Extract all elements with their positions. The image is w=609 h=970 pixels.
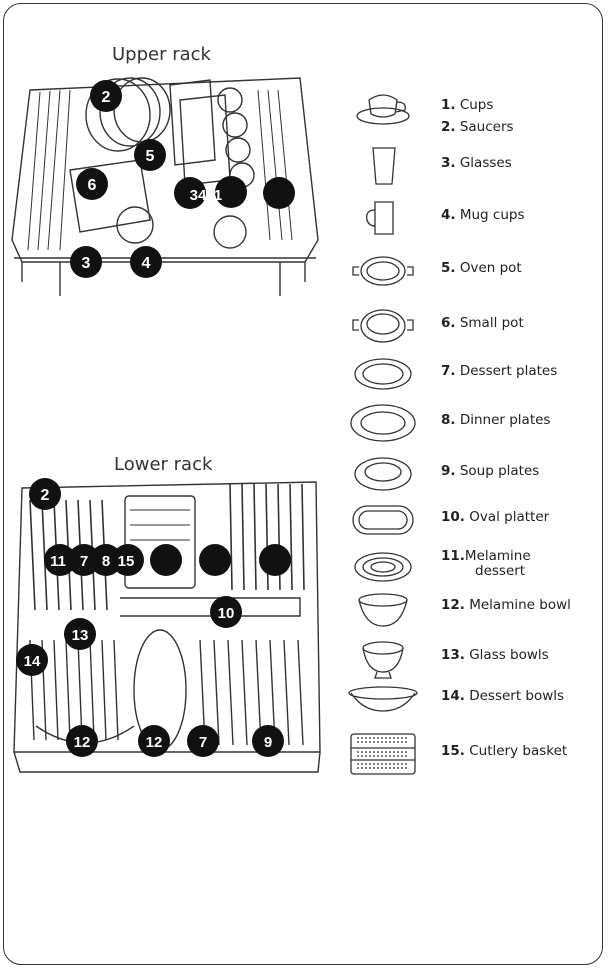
- marker-label: 1: [214, 187, 222, 204]
- marker-label: 4: [142, 255, 151, 272]
- lower-rack-title: Lower rack: [114, 454, 213, 475]
- marker-label: 3: [82, 255, 91, 272]
- marker: 9: [252, 725, 284, 757]
- marker: 4: [130, 246, 162, 278]
- melamine-dessert-icon: [354, 552, 412, 582]
- marker: 13: [64, 618, 96, 650]
- marker-label: 5: [146, 148, 155, 165]
- marker: 3: [70, 246, 102, 278]
- marker: 12: [66, 725, 98, 757]
- upper-rack-title: Upper rack: [112, 44, 211, 65]
- marker-label: 14: [24, 653, 41, 670]
- marker-label: 6: [88, 177, 97, 194]
- diagram-frame: [3, 3, 603, 965]
- legend-item-dinner-plates: 8. Dinner plates: [345, 401, 605, 445]
- legend-item-dessert-plates: 7. Dessert plates: [345, 352, 605, 396]
- marker: 6: [76, 168, 108, 200]
- soup-plate-icon: [354, 457, 412, 491]
- marker-label: 10: [218, 605, 235, 622]
- legend-item-oven-pot: 5. Oven pot: [345, 249, 605, 293]
- cutlery-basket-icon: [350, 733, 416, 775]
- marker: 14: [16, 644, 48, 676]
- marker: [199, 544, 231, 576]
- marker-label: 2: [41, 487, 50, 504]
- marker-label: 13: [72, 627, 89, 644]
- marker: 7: [187, 725, 219, 757]
- mug-icon: [366, 201, 394, 235]
- marker: 2: [90, 80, 122, 112]
- upper-rack-markers: 2 5 6 3 4 34 1: [70, 80, 295, 278]
- glass-icon: [372, 147, 396, 185]
- marker: 5: [134, 139, 166, 171]
- cup-saucer-icon: [356, 94, 410, 125]
- legend-item-small-pot: 6. Small pot: [345, 304, 605, 348]
- marker-label: 8: [102, 553, 110, 570]
- legend-item-dessert-bowls: 14. Dessert bowls: [345, 677, 605, 721]
- marker: [263, 177, 295, 209]
- legend-item-soup-plates: 9. Soup plates: [345, 452, 605, 496]
- marker: 15: [112, 544, 144, 576]
- marker: 7: [68, 544, 100, 576]
- dinner-plate-icon: [350, 404, 416, 442]
- glass-bowl-icon: [362, 641, 404, 679]
- marker: [259, 544, 291, 576]
- legend-item-cups: 1. Cups: [345, 86, 605, 130]
- marker-label: 2: [102, 89, 111, 106]
- marker-label: 12: [74, 734, 91, 751]
- melamine-bowl-icon: [358, 593, 408, 627]
- marker: 11: [44, 544, 76, 576]
- dessert-bowl-icon: [348, 686, 418, 712]
- marker-label: 9: [264, 734, 272, 751]
- oval-platter-icon: [352, 505, 414, 535]
- legend-item-cutlery-basket: 15. Cutlery basket: [345, 732, 605, 776]
- dessert-plate-icon: [354, 358, 412, 390]
- small-pot-icon: [352, 309, 414, 343]
- marker-label: 34: [190, 187, 207, 204]
- marker-label: 11: [50, 553, 66, 570]
- lower-rack-markers: 2 11 7 8 15 10 13 14 12 12 7 9: [16, 478, 291, 757]
- marker-label: 15: [118, 553, 135, 570]
- marker: [150, 544, 182, 576]
- marker-label: 7: [80, 553, 88, 570]
- marker: 34: [174, 177, 207, 209]
- legend-item-melamine-bowl: 12. Melamine bowl: [345, 586, 605, 630]
- legend-item-glass-bowls: 13. Glass bowls: [345, 636, 605, 680]
- oven-pot-icon: [352, 256, 414, 286]
- legend-item-oval-platter: 10. Oval platter: [345, 498, 605, 542]
- legend-item-mug: 4. Mug cups: [345, 196, 605, 240]
- marker: 10: [210, 596, 242, 628]
- legend-item-saucers: 2. Saucers: [441, 119, 514, 135]
- marker: 2: [29, 478, 61, 510]
- marker: 1: [214, 176, 247, 208]
- legend-item-glasses: 3. Glasses: [345, 144, 605, 188]
- marker: 8: [90, 544, 122, 576]
- marker-label: 7: [199, 734, 207, 751]
- marker-label: 12: [146, 734, 163, 751]
- marker: 12: [138, 725, 170, 757]
